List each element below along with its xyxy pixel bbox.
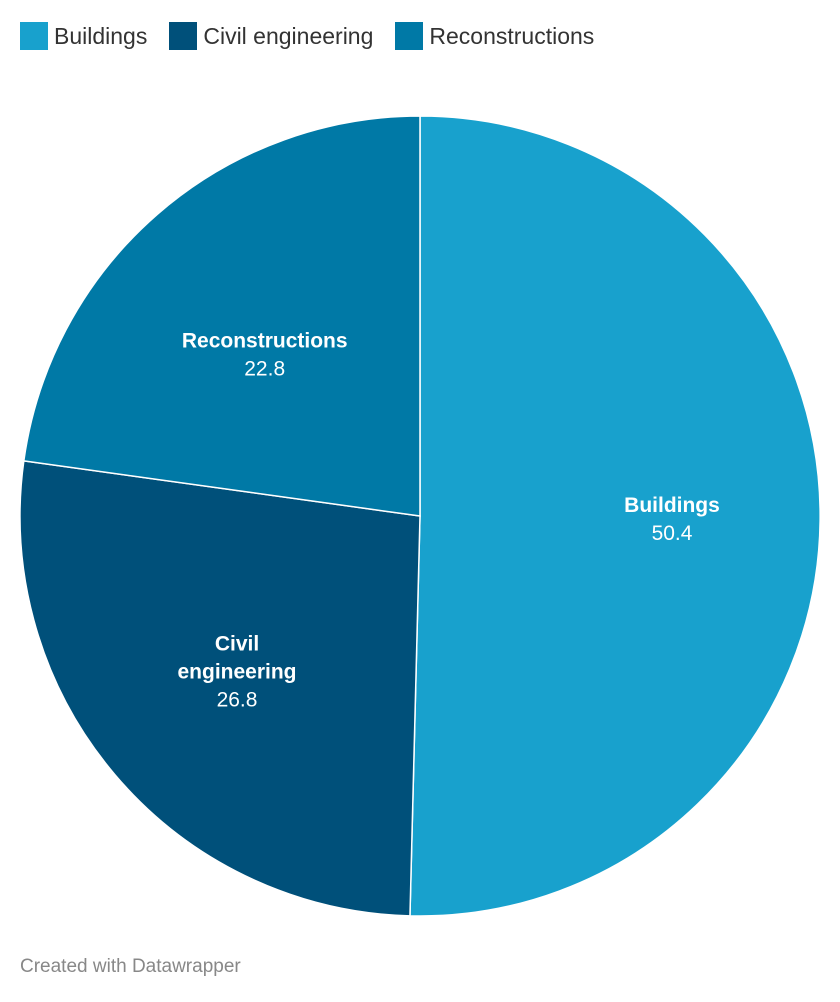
pie-slice-reconstructions	[22, 115, 421, 517]
slice-label-buildings: Buildings 50.4	[624, 494, 720, 545]
legend-label-buildings: Buildings	[54, 23, 148, 49]
legend-label-reconstructions: Reconstructions	[429, 23, 595, 49]
slice-name-civil-engineering: Civil	[215, 632, 259, 655]
slice-name-buildings: Buildings	[624, 494, 720, 517]
legend-item-civil-engineering: Civil engineering	[169, 22, 373, 50]
legend: Buildings Civil engineering Reconstructi…	[20, 22, 594, 50]
legend-item-buildings: Buildings	[20, 22, 147, 50]
legend-swatch-reconstructions	[395, 22, 424, 50]
pie-slice-civil-engineering	[19, 460, 421, 917]
slice-label-reconstructions: Reconstructions 22.8	[182, 330, 348, 381]
legend-item-reconstructions: Reconstructions	[395, 22, 594, 50]
slice-label-civil-engineering: Civil engineering 26.8	[177, 632, 296, 711]
pie-slice-buildings	[409, 115, 821, 917]
slice-value-civil-engineering: 26.8	[217, 688, 258, 711]
legend-label-civil-engineering: Civil engineering	[203, 23, 374, 49]
slice-value-buildings: 50.4	[652, 522, 693, 545]
slice-name-civil-engineering: engineering	[177, 660, 296, 683]
legend-swatch-civil-engineering	[169, 22, 198, 50]
legend-swatch-buildings	[20, 22, 48, 50]
slice-value-reconstructions: 22.8	[244, 358, 285, 381]
datawrapper-credit: Created with Datawrapper	[20, 956, 241, 977]
slice-name-reconstructions: Reconstructions	[182, 330, 348, 353]
